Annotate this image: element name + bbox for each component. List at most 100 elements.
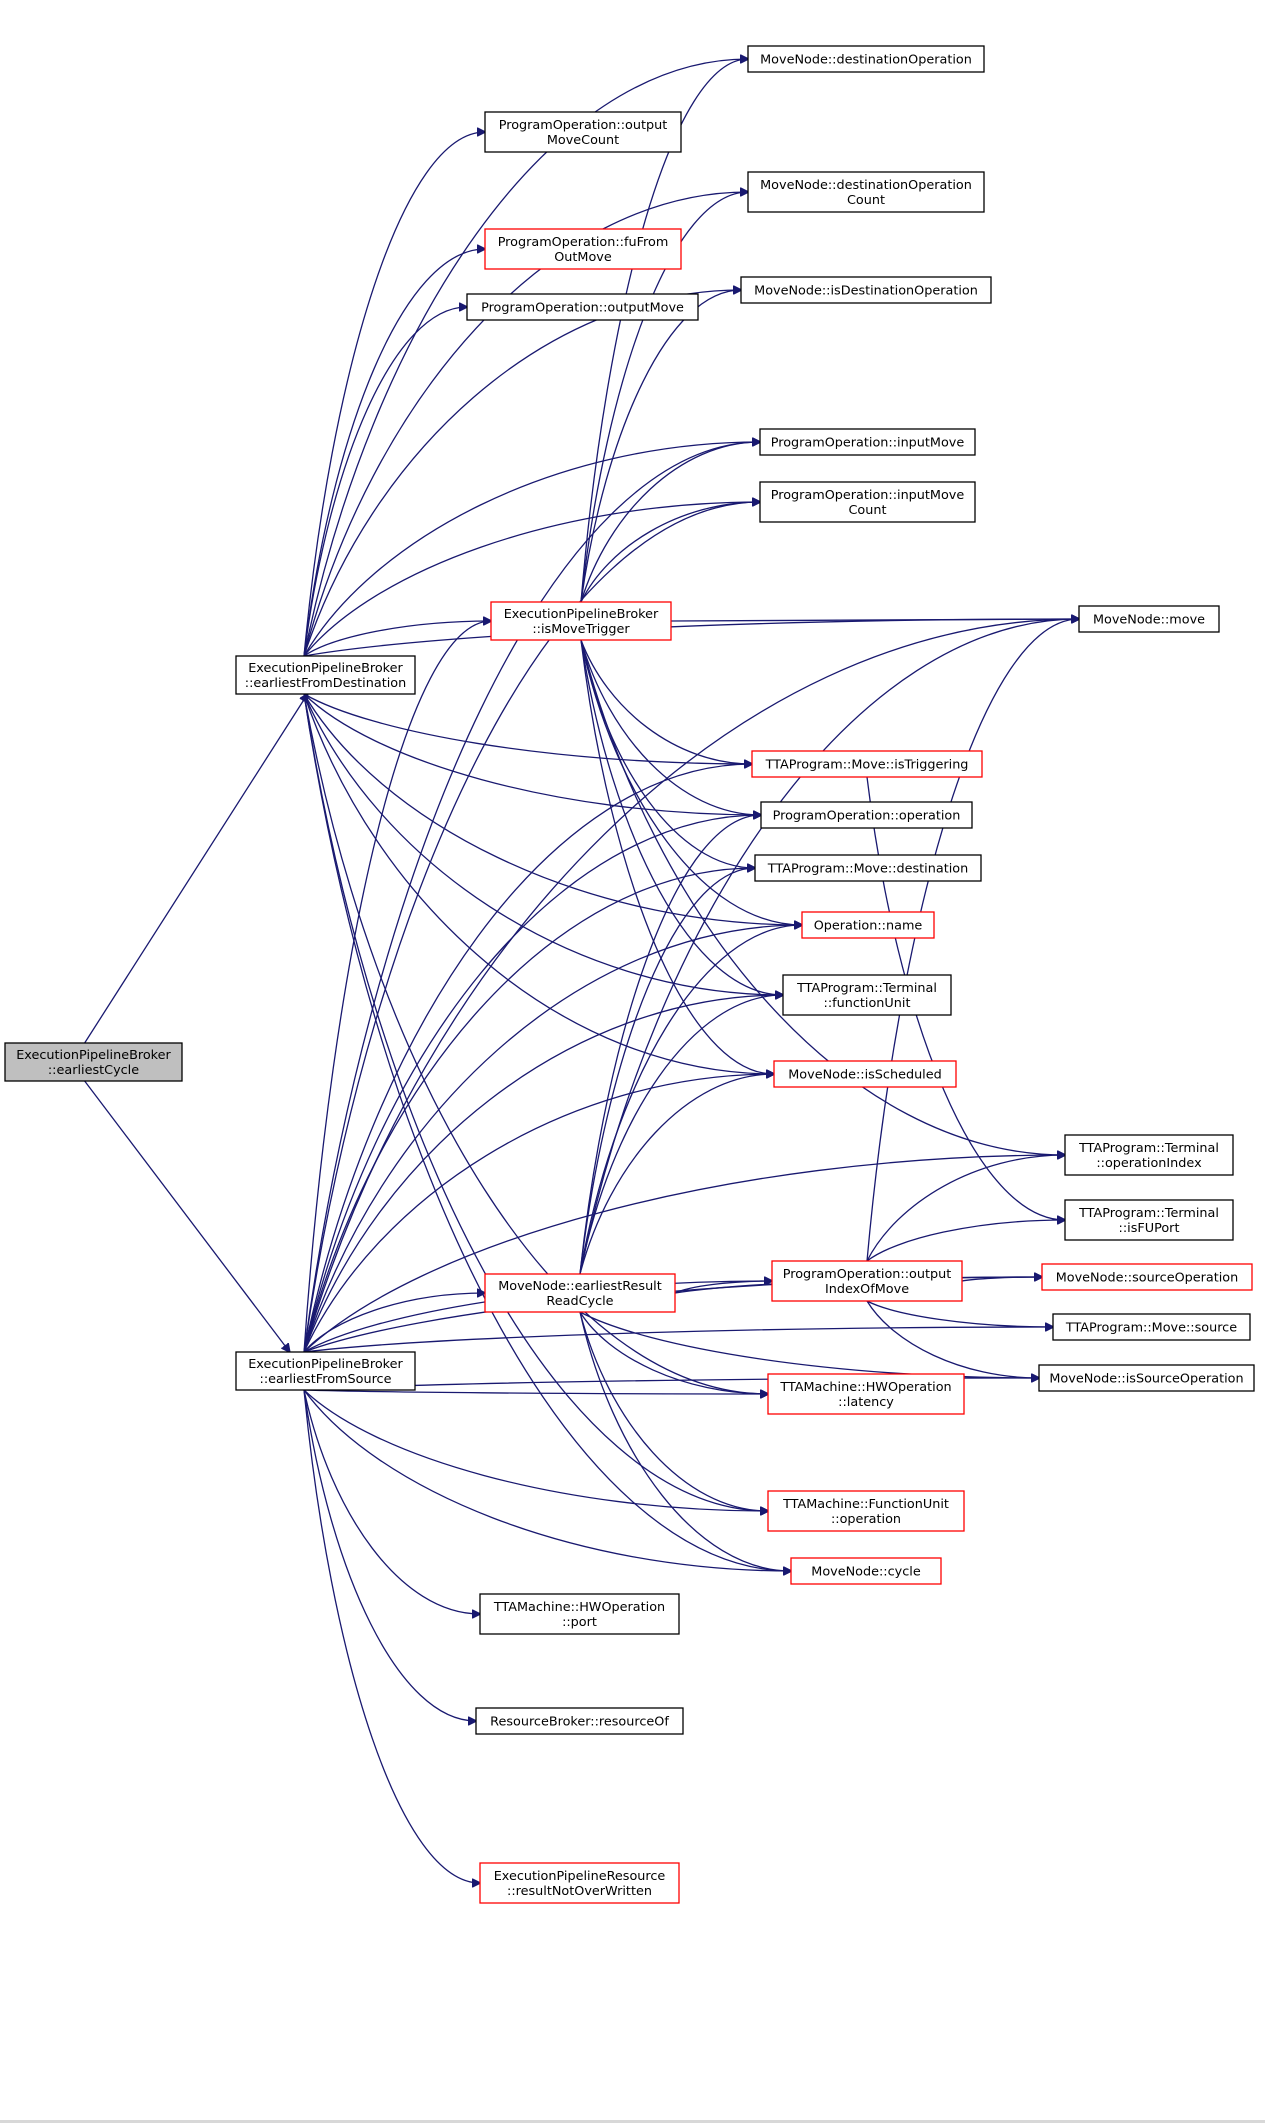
node-ttam_hwop_latency[interactable]: TTAMachine::HWOperation::latency [767, 1373, 965, 1415]
node-box [466, 293, 699, 321]
edge-mn_earliestresult-to-ttap_destination [579, 868, 755, 1275]
edge-po_outindex-to-mn_sourceop [961, 1277, 1042, 1282]
node-ttam_hwop_port[interactable]: TTAMachine::HWOperation::port [479, 1593, 680, 1635]
node-mn_cycle[interactable]: MoveNode::cycle [790, 1557, 942, 1585]
edge-efd-to-ttam_fu_operation [303, 693, 768, 1511]
node-ttam_fu_operation[interactable]: TTAMachine::FunctionUnit::operation [767, 1490, 965, 1532]
node-po_inmove[interactable]: ProgramOperation::inputMove [759, 428, 976, 456]
node-box [235, 655, 416, 695]
edge-epb_ismovetrigger-to-ttap_istriggering [580, 639, 752, 764]
node-box [760, 801, 973, 829]
node-label: ExecutionPipelineResource [494, 1869, 666, 1884]
node-efs[interactable]: ExecutionPipelineBroker::earliestFromSou… [235, 1351, 416, 1391]
node-label: MoveNode::sourceOperation [1056, 1271, 1239, 1286]
node-label: ExecutionPipelineBroker [16, 1048, 171, 1063]
node-box [759, 428, 976, 456]
node-label: Count [847, 193, 885, 208]
node-label: MoveNode::destinationOperation [760, 53, 972, 68]
edge-efs-to-ttam_hwop_latency [303, 1389, 768, 1394]
node-ttat_opindex[interactable]: TTAProgram::Terminal::operationIndex [1064, 1134, 1234, 1176]
node-label: ::earliestCycle [48, 1063, 139, 1078]
node-box [484, 111, 682, 153]
node-mn_issourceop[interactable]: MoveNode::isSourceOperation [1038, 1364, 1255, 1392]
edge-efs-to-po_operation [303, 815, 761, 1353]
edge-epb_ismovetrigger-to-mn_isscheduled [580, 639, 774, 1074]
node-rb_resourceof[interactable]: ResourceBroker::resourceOf [475, 1707, 684, 1735]
node-label: ProgramOperation::output [499, 118, 668, 133]
node-po_outmove[interactable]: ProgramOperation::outputMove [466, 293, 699, 321]
nodes-layer: ExecutionPipelineBroker::earliestCycleEx… [4, 45, 1255, 1904]
node-box [767, 1373, 965, 1415]
node-label: IndexOfMove [825, 1282, 909, 1297]
node-mn_move[interactable]: MoveNode::move [1078, 605, 1220, 633]
node-mn_isdestop[interactable]: MoveNode::isDestinationOperation [740, 276, 992, 304]
edge-mn_earliestresult-to-po_operation [579, 815, 761, 1275]
edge-epb_ismovetrigger-to-ttat_opindex [580, 639, 1065, 1155]
edge-efs-to-po_inmove [303, 442, 760, 1353]
node-epb_ismovetrigger[interactable]: ExecutionPipelineBroker::isMoveTrigger [490, 601, 672, 641]
node-box [782, 974, 952, 1016]
node-label: ::functionUnit [824, 996, 911, 1011]
node-label: Operation::name [814, 919, 923, 934]
edge-efd-to-mn_cycle [303, 693, 791, 1571]
node-label: ProgramOperation::inputMove [771, 488, 965, 503]
node-mn_destop[interactable]: MoveNode::destinationOperation [747, 45, 985, 73]
edge-po_outindex-to-mn_move [866, 619, 1079, 1262]
node-op_name[interactable]: Operation::name [801, 911, 935, 939]
node-ttat_functionunit[interactable]: TTAProgram::Terminal::functionUnit [782, 974, 952, 1016]
node-po_operation[interactable]: ProgramOperation::operation [760, 801, 973, 829]
node-label: TTAProgram::Terminal [1078, 1206, 1219, 1221]
edge-mn_earliestresult-to-ttat_functionunit [579, 995, 783, 1275]
node-box [759, 481, 976, 523]
node-label: TTAMachine::HWOperation [779, 1380, 951, 1395]
edge-mn_earliestresult-to-op_name [579, 925, 802, 1275]
node-root[interactable]: ExecutionPipelineBroker::earliestCycle [4, 1042, 183, 1082]
edge-epb_ismovetrigger-to-ttap_destination [580, 639, 755, 868]
node-label: ProgramOperation::inputMove [771, 436, 965, 451]
edge-efs-to-mn_cycle [303, 1389, 791, 1571]
node-mn_isscheduled[interactable]: MoveNode::isScheduled [773, 1060, 957, 1088]
node-label: MoveNode::move [1093, 613, 1205, 628]
node-box [1064, 1134, 1234, 1176]
edge-epb_ismovetrigger-to-mn_destop [580, 59, 748, 603]
node-epr_resultnotoverwritten[interactable]: ExecutionPipelineResource::resultNotOver… [479, 1862, 680, 1904]
node-ttap_istriggering[interactable]: TTAProgram::Move::isTriggering [751, 750, 983, 778]
node-label: MoveNode::earliestResult [498, 1279, 662, 1294]
edge-mn_earliestresult-to-ttam_fu_operation [579, 1311, 768, 1511]
node-label: TTAProgram::Move::destination [767, 862, 968, 877]
node-box [1038, 1364, 1255, 1392]
edge-efd-to-op_name [303, 693, 802, 925]
node-box [771, 1260, 963, 1302]
node-label: ::latency [838, 1395, 894, 1410]
node-label: ::port [562, 1615, 597, 1630]
edge-efs-to-op_name [303, 925, 802, 1353]
edge-po_outindex-to-ttat_opindex [866, 1155, 1065, 1262]
edge-efs-to-epb_ismovetrigger [303, 621, 491, 1353]
node-efd[interactable]: ExecutionPipelineBroker::earliestFromDes… [235, 655, 416, 695]
node-box [790, 1557, 942, 1585]
edge-efd-to-mn_isdestop [303, 290, 741, 657]
node-ttap_destination[interactable]: TTAProgram::Move::destination [754, 854, 982, 882]
node-label: Count [848, 503, 886, 518]
node-box [747, 45, 985, 73]
edge-po_outindex-to-mn_issourceop [866, 1300, 1039, 1378]
node-mn_sourceop[interactable]: MoveNode::sourceOperation [1041, 1263, 1253, 1291]
node-label: TTAMachine::FunctionUnit [782, 1497, 949, 1512]
node-ttat_isfuport[interactable]: TTAProgram::Terminal::isFUPort [1064, 1199, 1234, 1241]
edge-mn_earliestresult-to-mn_move [579, 619, 1079, 1275]
node-label: MoveNode::isDestinationOperation [754, 284, 978, 299]
node-box [754, 854, 982, 882]
node-box [479, 1862, 680, 1904]
edge-efs-to-ttam_hwop_port [303, 1389, 480, 1614]
node-box [1041, 1263, 1253, 1291]
node-label: ExecutionPipelineBroker [504, 607, 659, 622]
node-ttap_source[interactable]: TTAProgram::Move::source [1052, 1313, 1251, 1341]
node-box [484, 1273, 676, 1313]
